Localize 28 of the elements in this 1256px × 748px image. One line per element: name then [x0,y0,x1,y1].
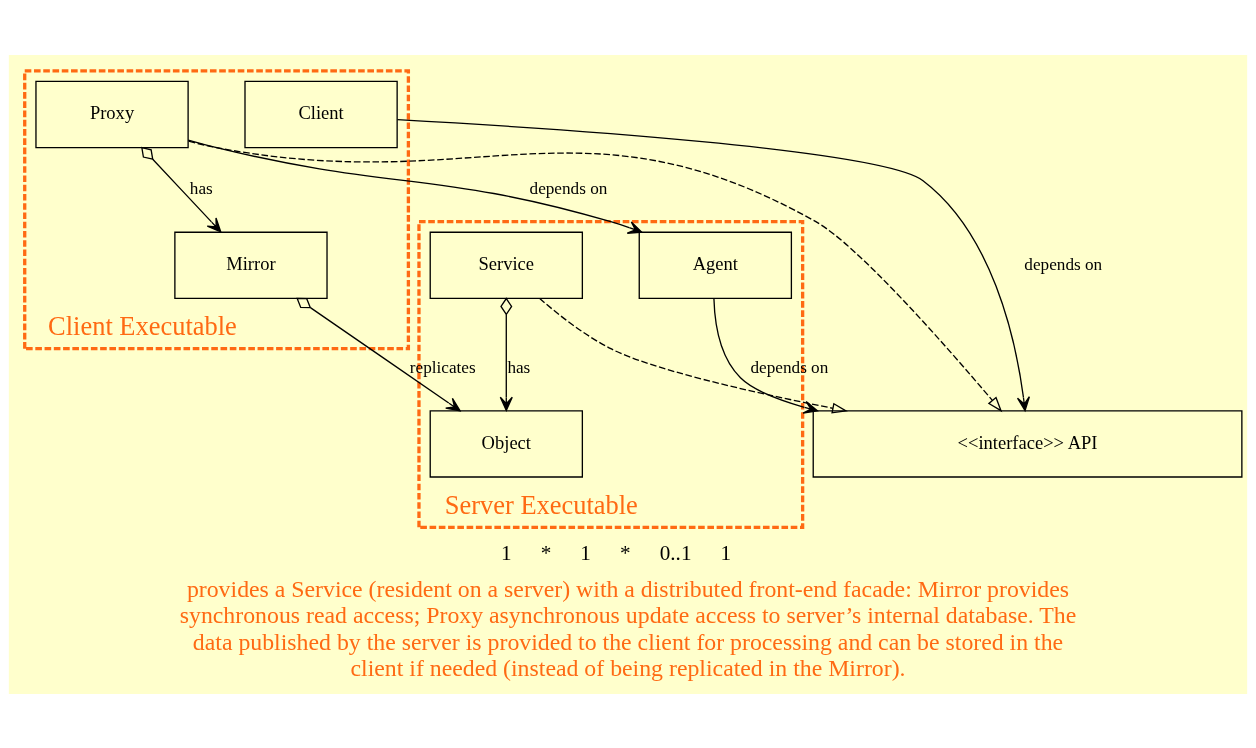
arrow [141,146,222,232]
edge-label: replicates [409,357,476,377]
label: 1 [720,540,732,565]
label: * [540,540,552,565]
edge-label: has [507,357,531,377]
node-box: <<interface>> API [812,409,1243,478]
node-box: Object [429,409,583,478]
arrow [187,140,1003,412]
node-box: Mirror [174,231,328,299]
arrow [713,297,819,414]
node-box: Proxy [35,80,189,148]
arrow [296,297,461,411]
label: * [620,540,631,565]
node-box: Service [429,231,583,299]
arrow [396,118,1031,411]
label: 1 [501,540,512,565]
edge-label: has [189,178,213,198]
arrow [187,138,643,234]
label: 1 [580,540,591,565]
node-box: Agent [638,231,793,299]
edge-label: depends on [1024,254,1103,274]
arrow [539,297,848,414]
node-box: Client [244,80,398,148]
caption: provides a Service (resident on a server) with a distributed front-end facade: Mirror provides synchronous read access; Proxy asynchronous update access to server’s internal database. The data published by the server is provided to the client for processing and can be stored in the client if needed (instead of being replicated in the Mirror). [179,575,1077,681]
edge-label: depends on [529,178,608,198]
arrow [499,296,513,411]
edge-label: depends on [750,357,829,377]
label: 0..1 [659,540,692,565]
